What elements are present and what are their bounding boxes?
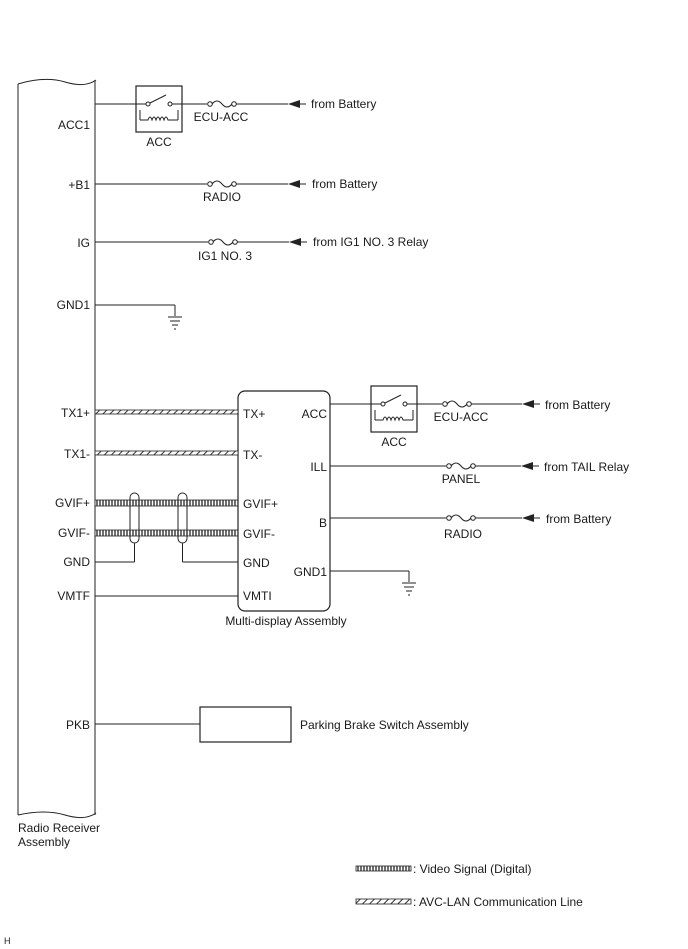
gnd-vmtf-lines xyxy=(95,561,238,597)
fuse-icon xyxy=(446,514,476,522)
avc-line-tx1p xyxy=(94,409,239,415)
md-pin-gnd1: GND1 xyxy=(294,565,328,579)
fuse-radio-top: RADIO xyxy=(203,190,241,204)
legend-avc-swatch xyxy=(355,898,412,905)
src-battery-1: from Battery xyxy=(311,97,376,111)
parking-brake-switch-box xyxy=(199,706,292,743)
acc-relay-top xyxy=(135,85,183,133)
radio-receiver-name-line1: Radio Receiver xyxy=(18,821,100,835)
video-signal-lines xyxy=(94,492,239,562)
avc-line-tx1m xyxy=(94,450,239,456)
legend-video-label: : Video Signal (Digital) xyxy=(413,862,532,876)
video-line-gvifm xyxy=(94,529,239,537)
pin-acc1: ACC1 xyxy=(58,118,90,132)
acc-relay-md xyxy=(370,385,418,433)
radio-receiver-name-line2: Assembly xyxy=(18,835,70,849)
multi-display-name: Multi-display Assembly xyxy=(225,614,346,628)
fuse-icon xyxy=(207,180,237,188)
pin-gnd: GND xyxy=(63,555,90,569)
pin-gvifm: GVIF- xyxy=(58,526,90,540)
md-pin-b: B xyxy=(319,516,327,530)
src-battery-2: from Battery xyxy=(312,177,377,191)
b1-circuit: RADIO from Battery xyxy=(95,177,377,204)
fuse-icon xyxy=(446,462,476,470)
acc-relay-label-md: ACC xyxy=(381,435,407,449)
fuse-icon xyxy=(207,100,237,108)
md-pin-ill: ILL xyxy=(310,460,327,474)
md-pin-gnd: GND xyxy=(243,556,270,570)
radio-receiver-pins: ACC1 +B1 IG GND1 TX1+ TX1- GVIF+ GVIF- G… xyxy=(55,118,90,732)
corner-mark: H xyxy=(4,936,11,946)
relay-switch-icon xyxy=(136,94,182,122)
fuse-radio-md: RADIO xyxy=(444,527,482,541)
relay-switch-icon xyxy=(371,394,417,422)
acc1-circuit: ACC ECU-ACC from Battery xyxy=(95,85,376,149)
md-ill-circuit: PANEL from TAIL Relay xyxy=(330,460,629,486)
ground-icon xyxy=(402,582,416,596)
arrow-icon xyxy=(522,400,534,408)
md-pin-gvifm: GVIF- xyxy=(243,527,275,541)
pin-gvifp: GVIF+ xyxy=(55,496,90,510)
arrow-icon xyxy=(288,180,300,188)
ig-circuit: IG1 NO. 3 from IG1 NO. 3 Relay xyxy=(95,235,428,263)
fuse-panel: PANEL xyxy=(442,472,481,486)
parking-brake-switch-name: Parking Brake Switch Assembly xyxy=(300,718,469,732)
md-b-circuit: RADIO from Battery xyxy=(330,512,611,541)
fuse-ecu-acc-top: ECU-ACC xyxy=(194,110,249,124)
arrow-icon xyxy=(522,514,534,522)
video-line-gvifp xyxy=(94,499,239,507)
md-pin-acc: ACC xyxy=(302,407,328,421)
md-pin-txm: TX- xyxy=(243,448,262,462)
avc-lan-lines xyxy=(94,409,239,456)
fuse-icon xyxy=(208,238,238,246)
md-pin-gvifp: GVIF+ xyxy=(243,497,278,511)
pin-ig: IG xyxy=(77,236,90,250)
pkb-circuit: Parking Brake Switch Assembly xyxy=(95,706,469,743)
multi-display-assembly: Multi-display Assembly TX+ TX- GVIF+ GVI… xyxy=(225,390,347,628)
acc-relay-label-top: ACC xyxy=(146,135,172,149)
md-acc-circuit: ACC ECU-ACC from Battery xyxy=(330,385,610,449)
pin-tx1p: TX1+ xyxy=(61,406,90,420)
legend-avc-label: : AVC-LAN Communication Line xyxy=(413,895,583,909)
pin-vmtf: VMTF xyxy=(57,589,90,603)
pin-pkb: PKB xyxy=(66,718,90,732)
md-gnd1-circuit xyxy=(330,570,416,596)
legend: : Video Signal (Digital) : AVC-LAN Commu… xyxy=(355,862,583,909)
fuse-ig1: IG1 NO. 3 xyxy=(198,249,252,263)
md-pin-txp: TX+ xyxy=(243,407,265,421)
arrow-icon xyxy=(289,238,301,246)
fuse-ecu-acc-md: ECU-ACC xyxy=(434,410,489,424)
pin-gnd1: GND1 xyxy=(57,298,91,312)
ground-icon xyxy=(168,316,182,330)
arrow-icon xyxy=(521,462,533,470)
md-pin-vmti: VMTI xyxy=(243,589,272,603)
md-src-battery-2: from Battery xyxy=(546,512,611,526)
gnd1-circuit xyxy=(95,304,182,330)
pin-tx1m: TX1- xyxy=(64,447,90,461)
src-ig1-relay: from IG1 NO. 3 Relay xyxy=(313,235,428,249)
arrow-icon xyxy=(288,100,300,108)
legend-video-swatch xyxy=(355,865,412,872)
radio-receiver-assembly: Radio Receiver Assembly xyxy=(17,78,100,849)
md-src-tail: from TAIL Relay xyxy=(544,460,629,474)
pin-b1: +B1 xyxy=(68,178,90,192)
fuse-icon xyxy=(442,400,472,408)
md-src-battery-1: from Battery xyxy=(545,398,610,412)
